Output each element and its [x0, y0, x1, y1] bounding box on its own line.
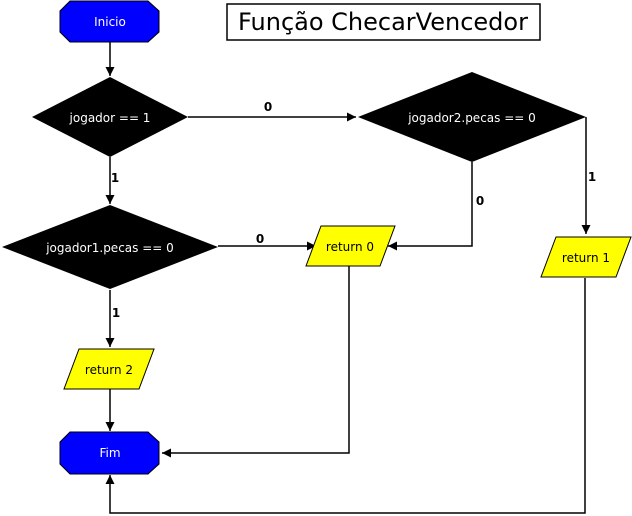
decision-jogador2[interactable]: jogador2.pecas == 0 [358, 72, 586, 162]
edge-labels: 0 1 1 0 0 1 [111, 100, 596, 320]
label-jogador2-to-return0: 0 [476, 194, 484, 208]
end-terminal[interactable]: Fim [59, 431, 160, 475]
start-terminal[interactable]: Inicio [59, 0, 160, 43]
page-title: Função ChecarVencedor [238, 8, 528, 36]
edge-jogador2-to-return0 [388, 162, 473, 251]
title-box: Função ChecarVencedor [226, 3, 541, 41]
edge-return0-to-end [162, 266, 350, 458]
return2-label: return 2 [85, 363, 133, 377]
label-jogador2-to-return1: 1 [588, 170, 596, 184]
edge-return1-to-end [105, 278, 586, 514]
label-jogador1-to-return2: 1 [112, 306, 120, 320]
start-label: Inicio [94, 15, 126, 29]
end-label: Fim [99, 446, 120, 460]
return1-label: return 1 [562, 251, 610, 265]
decision-jogador1[interactable]: jogador1.pecas == 0 [2, 205, 218, 289]
decision-jogador1-label: jogador1.pecas == 0 [45, 241, 174, 255]
return0-label: return 0 [326, 240, 374, 254]
decision-jogador[interactable]: jogador == 1 [32, 77, 188, 157]
return2-io[interactable]: return 2 [63, 348, 155, 390]
return1-io[interactable]: return 1 [540, 236, 632, 278]
label-jogador1-to-return0: 0 [256, 232, 264, 246]
decision-jogador2-label: jogador2.pecas == 0 [407, 111, 536, 125]
label-jogador-to-jogador1: 1 [111, 171, 119, 185]
return0-io[interactable]: return 0 [305, 225, 396, 267]
label-jogador-to-jogador2: 0 [264, 100, 272, 114]
decision-jogador-label: jogador == 1 [69, 111, 151, 125]
edges [105, 42, 591, 514]
